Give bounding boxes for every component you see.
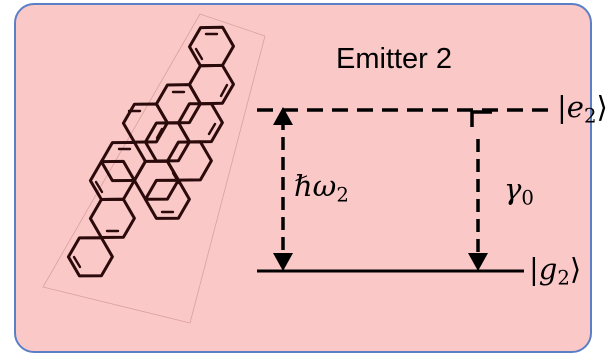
excited-state-symbol: e [566,90,584,124]
decay-corner [470,110,492,127]
excited-state-ket: |e2⟩ [557,90,608,128]
energy-arrow-up-icon [273,107,293,125]
decay-label: γ0 [504,172,534,208]
molecule-double-bond [171,171,181,185]
level-diagram [42,13,554,324]
ground-state-symbol: g [538,252,558,286]
ground-state-subscript: 2 [557,266,570,290]
molecule-double-bond [194,47,204,61]
molecule-double-bond [207,122,217,136]
emitter-title: Emitter 2 [336,43,453,75]
molecule-ring [66,236,114,278]
energy-subscript: 2 [336,183,349,207]
molecule-double-bond [219,83,229,98]
energy-label: ℏω2 [294,169,349,205]
decay-subscript: 0 [521,186,534,210]
molecule-double-bond [72,255,82,269]
decay-arrow-down-icon [468,253,488,271]
decay-symbol: γ [504,172,522,206]
energy-arrow-down-icon [273,253,293,271]
molecule-ring [121,102,169,144]
molecule-ring [143,178,191,220]
molecule-icon [42,13,266,324]
emitter-panel: Emitter 2 ℏω2 γ0 |e2⟩ |g2⟩ [14,3,608,353]
molecule-double-bond [94,180,104,194]
ground-state-ket: |g2⟩ [529,252,582,290]
molecule-bounding-outline [42,13,266,324]
molecule-double-bond [155,127,164,140]
energy-symbol: ℏω [294,169,337,203]
excited-state-subscript: 2 [583,104,597,128]
